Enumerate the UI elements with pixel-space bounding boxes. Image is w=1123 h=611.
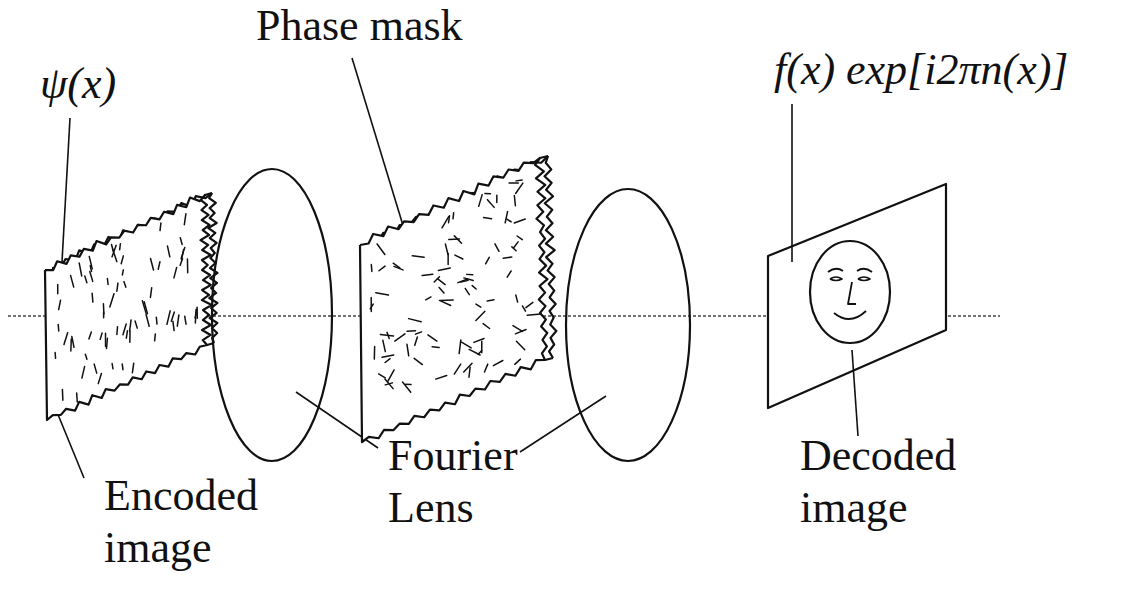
face-figure [810, 241, 890, 343]
part-label: Fourier Lens [388, 430, 548, 534]
part-label: Phase mask [256, 0, 463, 52]
encoded-plane [45, 193, 217, 420]
fourier-lens [212, 169, 332, 461]
part-label: Decoded image [800, 430, 990, 534]
formula-label: f(x) exp[i2πn(x)] [774, 44, 1068, 96]
phase-mask [360, 156, 556, 442]
output-plane [768, 184, 946, 408]
fourier-lens [566, 189, 690, 461]
field-label: ψ(x) [40, 58, 116, 110]
part-label: Encoded image [104, 470, 294, 574]
